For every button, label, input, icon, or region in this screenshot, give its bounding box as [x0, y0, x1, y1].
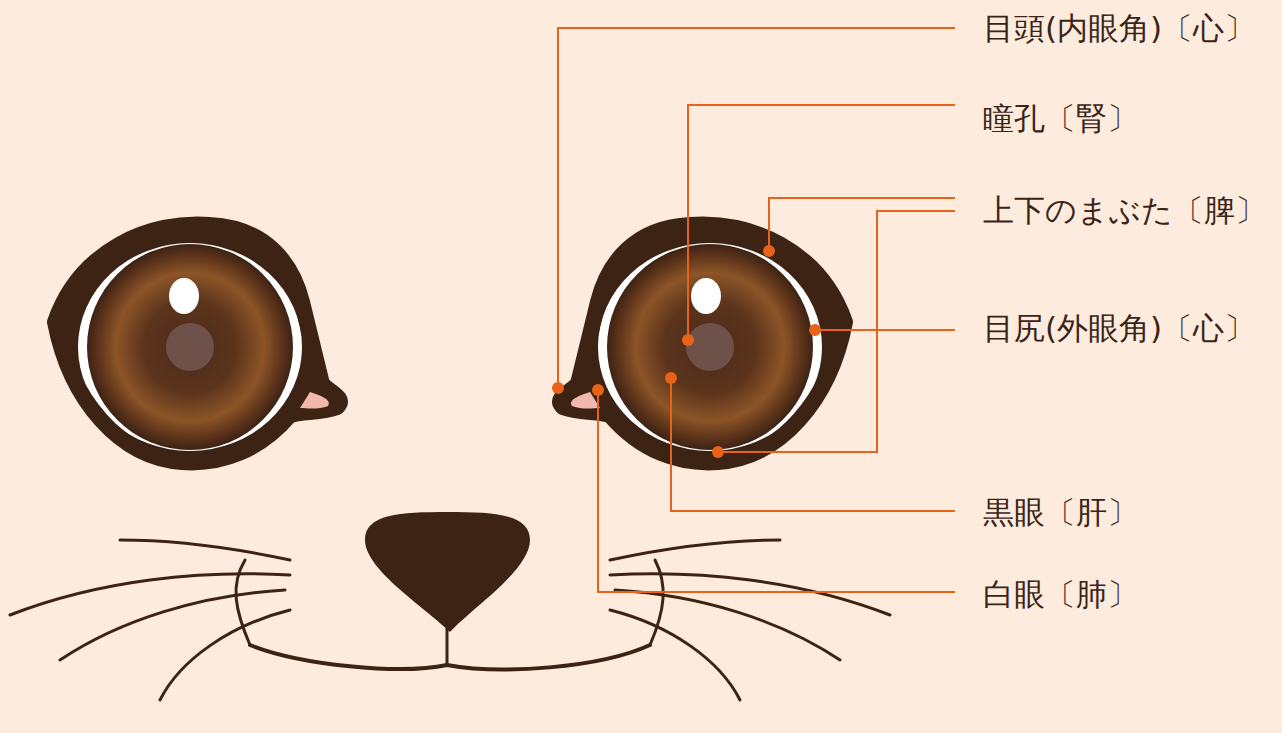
leader-dots [552, 245, 821, 458]
right-eye [560, 224, 845, 462]
part-label: 上下のまぶた〔脾〕 [983, 195, 1266, 226]
nose [365, 512, 530, 632]
left-eye [55, 224, 340, 462]
part-label: 黒眼〔肝〕 [983, 497, 1138, 528]
eye-highlight [169, 278, 199, 314]
part-label: 白眼〔肺〕 [983, 579, 1138, 610]
part-label: 目尻(外眼角)〔心〕 [983, 313, 1255, 344]
part-label: 瞳孔〔腎〕 [983, 103, 1138, 134]
leader-lines [558, 28, 955, 592]
part-label: 目頭(内眼角)〔心〕 [983, 13, 1255, 44]
eye-highlight [691, 278, 721, 314]
mouth-whiskers [10, 540, 890, 700]
